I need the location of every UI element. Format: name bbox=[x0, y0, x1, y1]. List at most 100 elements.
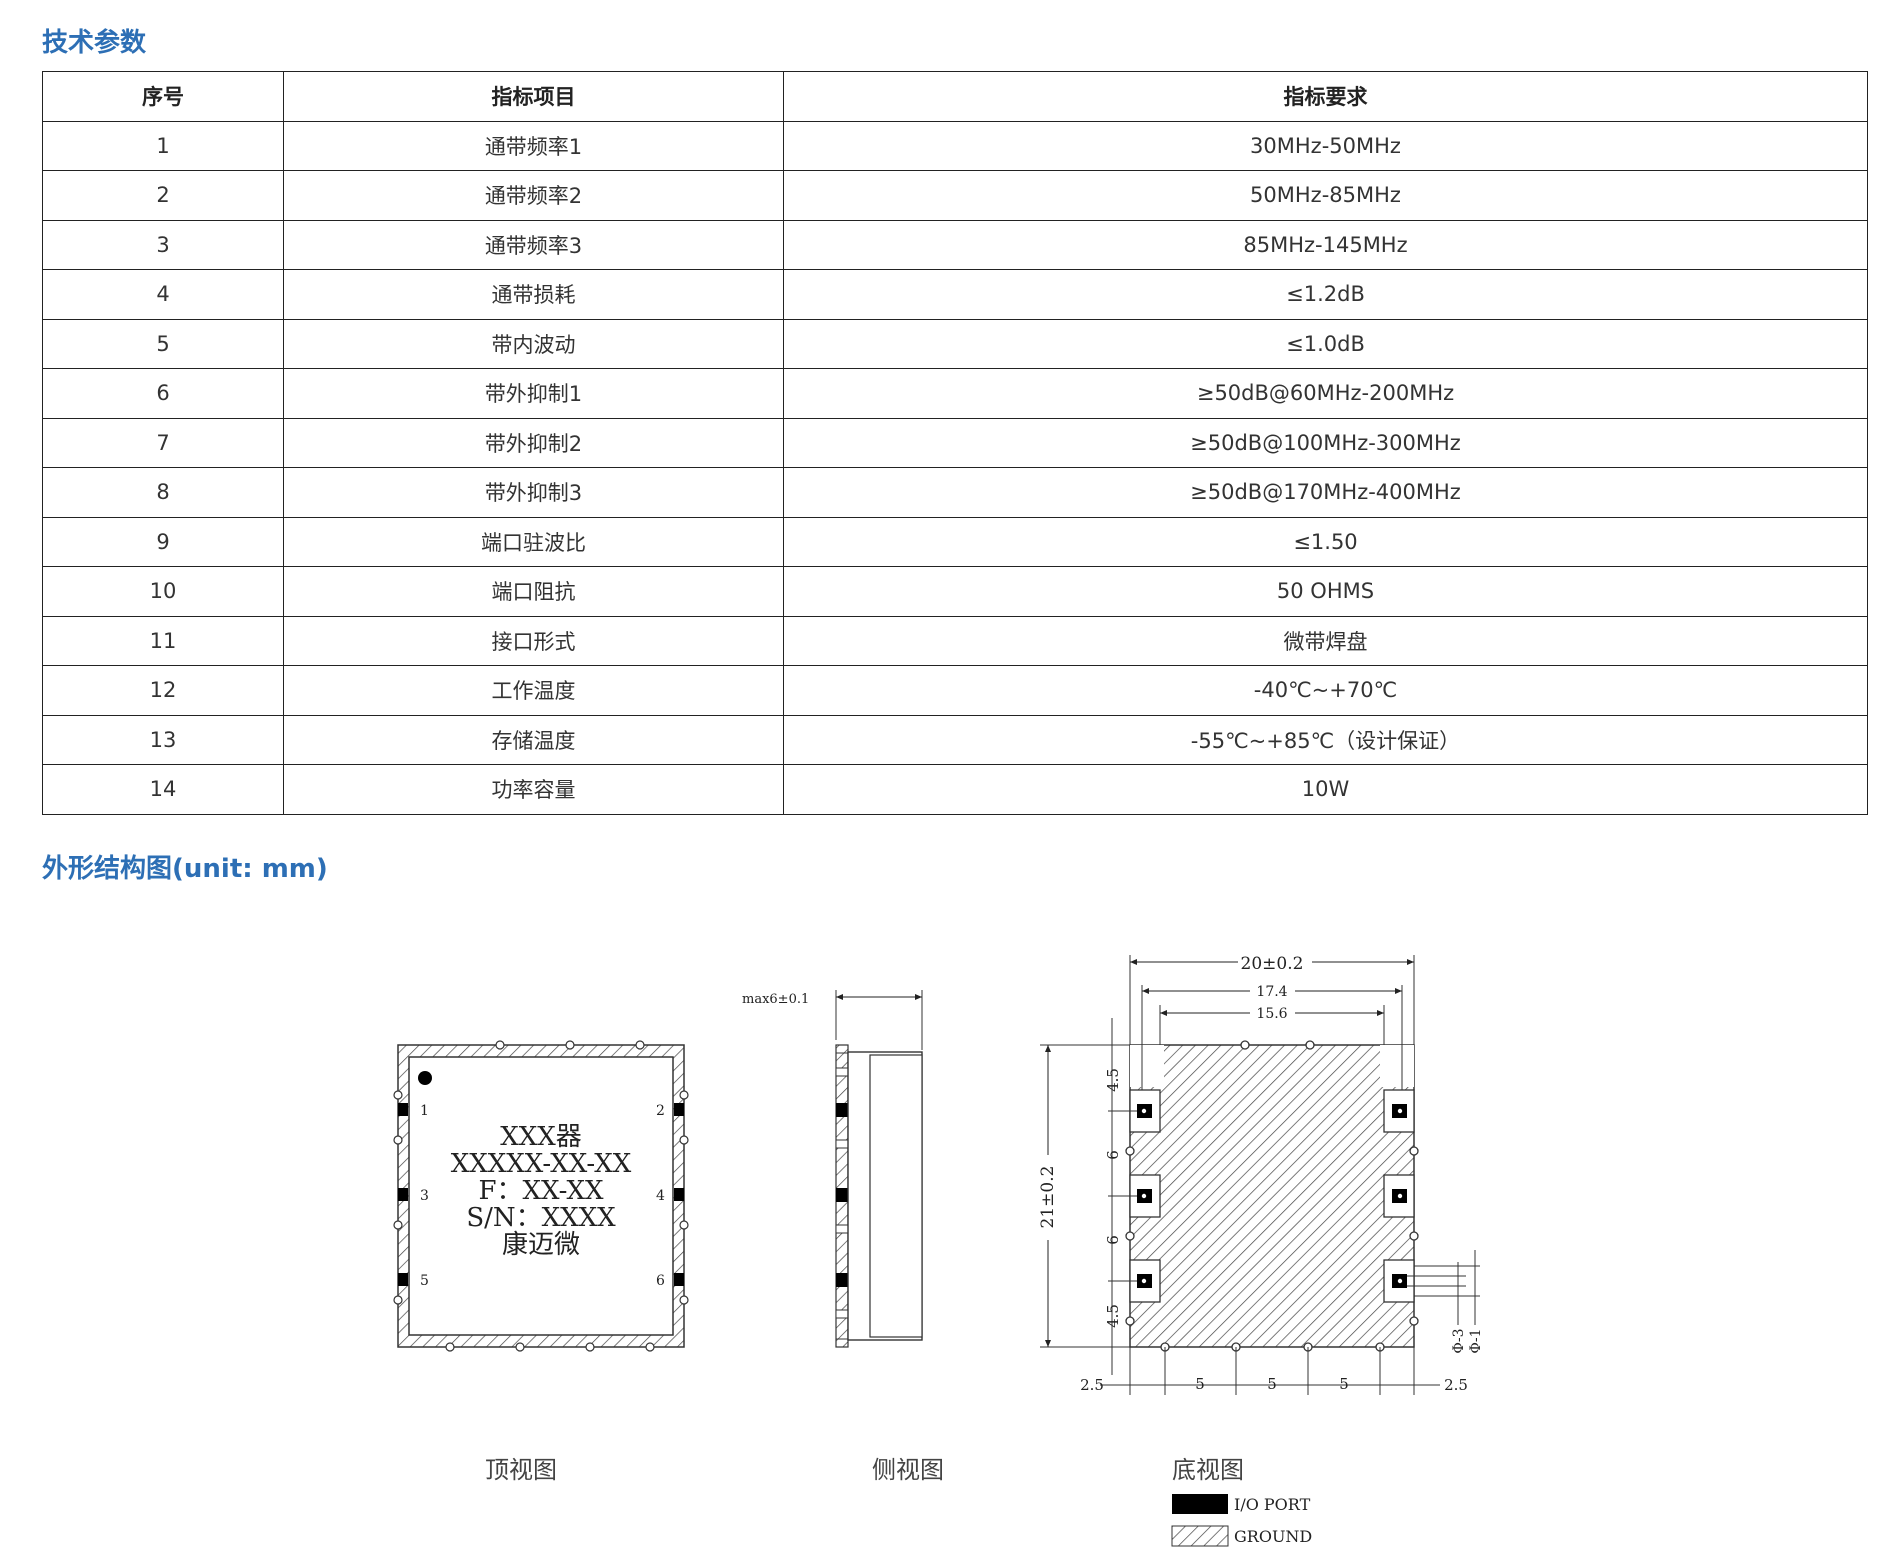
left-dim: 6 bbox=[1104, 1150, 1122, 1160]
cell-requirement: ≥50dB@170MHz-400MHz bbox=[783, 467, 1868, 518]
top-view: 1 2 3 4 5 6 XXX器 XXXXX-XX-XX F：XX-XX S/N… bbox=[393, 1040, 689, 1352]
header-index: 序号 bbox=[42, 71, 284, 122]
cell-index: 11 bbox=[42, 615, 284, 666]
bottom-dim: 2.5 bbox=[1080, 1376, 1104, 1394]
cell-item: 通带损耗 bbox=[283, 269, 784, 320]
left-dim: 6 bbox=[1104, 1235, 1122, 1245]
pin-label: 2 bbox=[656, 1103, 665, 1119]
header-item: 指标项目 bbox=[283, 71, 784, 122]
cell-index: 3 bbox=[42, 219, 284, 270]
cell-item: 带外抑制3 bbox=[283, 467, 784, 518]
caption-side-view: 侧视图 bbox=[872, 1456, 944, 1484]
cell-item: 带外抑制2 bbox=[283, 417, 784, 468]
legend-io-label: I/O PORT bbox=[1234, 1495, 1311, 1514]
cell-index: 2 bbox=[42, 170, 284, 221]
bottom-view: 20±0.2 17.4 15.6 21±0.2 4.5 6 6 4.5 2.5 bbox=[1038, 954, 1484, 1395]
pin-label: 5 bbox=[420, 1273, 429, 1289]
side-view: max6±0.1 bbox=[742, 990, 923, 1348]
cell-index: 5 bbox=[42, 318, 284, 369]
caption-bottom-view: 底视图 bbox=[1172, 1456, 1244, 1484]
cell-index: 14 bbox=[42, 764, 284, 815]
legend-io-swatch bbox=[1172, 1494, 1228, 1514]
cell-index: 4 bbox=[42, 269, 284, 320]
cell-requirement: -55℃~+85℃（设计保证） bbox=[783, 714, 1868, 765]
cell-item: 功率容量 bbox=[283, 764, 784, 815]
cell-index: 13 bbox=[42, 714, 284, 765]
bottom-width-dim: 20±0.2 bbox=[1241, 954, 1304, 974]
cell-item: 通带频率3 bbox=[283, 219, 784, 270]
cell-requirement: ≤1.0dB bbox=[783, 318, 1868, 369]
right-dim: Φ-3 bbox=[1451, 1328, 1467, 1353]
cell-requirement: 50 OHMS bbox=[783, 566, 1868, 617]
pin-label: 1 bbox=[420, 1103, 429, 1119]
legend-ground-label: GROUND bbox=[1234, 1527, 1312, 1546]
cell-item: 端口驻波比 bbox=[283, 516, 784, 567]
table-header-row: 序号 指标项目 指标要求 bbox=[42, 71, 1868, 122]
pin-label: 6 bbox=[656, 1273, 665, 1289]
device-label-line: XXX器 bbox=[500, 1122, 582, 1152]
device-label-line: 康迈微 bbox=[502, 1230, 580, 1260]
legend-ground-swatch bbox=[1171, 1525, 1229, 1547]
cell-index: 1 bbox=[42, 120, 284, 171]
cell-requirement: ≥50dB@100MHz-300MHz bbox=[783, 417, 1868, 468]
side-height-dim: max6±0.1 bbox=[742, 992, 809, 1007]
header-requirement: 指标要求 bbox=[783, 71, 1868, 122]
left-dim: 4.5 bbox=[1104, 1068, 1122, 1092]
cell-requirement: 微带焊盘 bbox=[783, 615, 1868, 666]
device-label-line: XXXXX-XX-XX bbox=[451, 1149, 632, 1179]
cell-item: 存储温度 bbox=[283, 714, 784, 765]
cell-requirement: 50MHz-85MHz bbox=[783, 170, 1868, 221]
cell-index: 9 bbox=[42, 516, 284, 567]
legend: I/O PORT GROUND bbox=[1171, 1494, 1312, 1547]
cell-item: 工作温度 bbox=[283, 665, 784, 716]
cell-index: 7 bbox=[42, 417, 284, 468]
cell-index: 6 bbox=[42, 368, 284, 419]
cell-item: 通带频率1 bbox=[283, 120, 784, 171]
cell-requirement: ≥50dB@60MHz-200MHz bbox=[783, 368, 1868, 419]
caption-top-view: 顶视图 bbox=[485, 1456, 557, 1484]
right-dim: Φ-1 bbox=[1468, 1328, 1484, 1353]
cell-requirement: 10W bbox=[783, 764, 1868, 815]
cell-item: 通带频率2 bbox=[283, 170, 784, 221]
outline-drawing: 1 2 3 4 5 6 XXX器 XXXXX-XX-XX F：XX-XX S/N… bbox=[393, 954, 1484, 1547]
bottom-dim: 2.5 bbox=[1444, 1376, 1468, 1394]
cell-index: 12 bbox=[42, 665, 284, 716]
cell-item: 端口阻抗 bbox=[283, 566, 784, 617]
cell-item: 带内波动 bbox=[283, 318, 784, 369]
cell-requirement: 30MHz-50MHz bbox=[783, 120, 1868, 171]
pin-label: 3 bbox=[420, 1188, 429, 1204]
cell-requirement: ≤1.50 bbox=[783, 516, 1868, 567]
device-label-line: S/N：XXXX bbox=[466, 1203, 616, 1233]
bottom-inner-dim-2: 15.6 bbox=[1256, 1006, 1287, 1022]
section-title-outline: 外形结构图(unit: mm) bbox=[42, 854, 328, 884]
cell-index: 10 bbox=[42, 566, 284, 617]
bottom-dim: 5 bbox=[1267, 1375, 1277, 1393]
bottom-dim: 5 bbox=[1339, 1375, 1349, 1393]
left-dim: 4.5 bbox=[1104, 1304, 1122, 1328]
bottom-height-dim: 21±0.2 bbox=[1038, 1166, 1058, 1229]
bottom-inner-dim-1: 17.4 bbox=[1256, 984, 1287, 1000]
cell-item: 带外抑制1 bbox=[283, 368, 784, 419]
cell-index: 8 bbox=[42, 467, 284, 518]
cell-requirement: -40℃~+70℃ bbox=[783, 665, 1868, 716]
cell-requirement: 85MHz-145MHz bbox=[783, 219, 1868, 270]
section-title-specs: 技术参数 bbox=[42, 28, 147, 58]
device-label-line: F：XX-XX bbox=[478, 1176, 604, 1206]
cell-item: 接口形式 bbox=[283, 615, 784, 666]
pin1-marker-dot bbox=[418, 1071, 432, 1085]
